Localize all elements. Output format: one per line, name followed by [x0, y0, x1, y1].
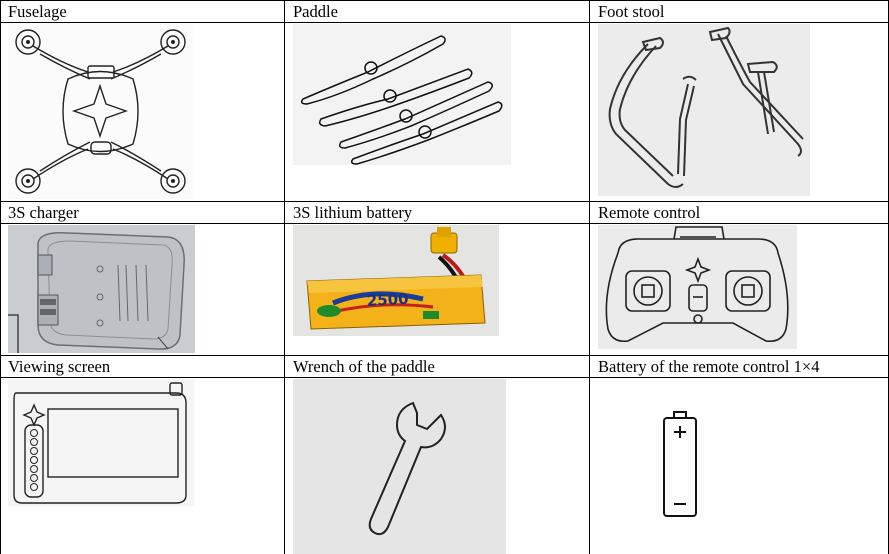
cell-label-remote-battery: Battery of the remote control 1×4	[598, 357, 820, 376]
drone-fuselage-illustration	[8, 24, 193, 199]
cell-label-charger: 3S charger	[8, 203, 79, 222]
row-divider	[0, 223, 889, 224]
table-border-top	[0, 0, 889, 1]
cell-label-paddle: Paddle	[293, 2, 338, 21]
remote-control-illustration	[598, 225, 797, 349]
column-divider	[284, 0, 285, 554]
cell-label-remote-control: Remote control	[598, 203, 701, 222]
cell-label-lithium-battery: 3S lithium battery	[293, 203, 413, 222]
row-divider	[0, 355, 889, 356]
landing-gear-illustration	[598, 24, 810, 196]
battery-capacity-text: 2500	[366, 290, 409, 310]
table-border-left	[0, 0, 1, 554]
viewing-screen-illustration	[8, 379, 194, 506]
cell-label-wrench: Wrench of the paddle	[293, 357, 435, 376]
wrench-illustration	[293, 379, 506, 554]
row-divider	[0, 201, 889, 202]
row-divider	[0, 377, 889, 378]
charger-photo	[8, 225, 195, 353]
cell-label-viewing-screen: Viewing screen	[8, 357, 111, 376]
column-divider	[589, 0, 590, 554]
propeller-illustration	[293, 24, 511, 165]
cell-label-fuselage: Fuselage	[8, 2, 67, 21]
aa-battery-illustration	[660, 410, 700, 520]
cell-label-foot-stool: Foot stool	[598, 2, 665, 21]
lipo-battery-photo: 2500	[293, 225, 499, 336]
row-divider	[0, 22, 889, 23]
